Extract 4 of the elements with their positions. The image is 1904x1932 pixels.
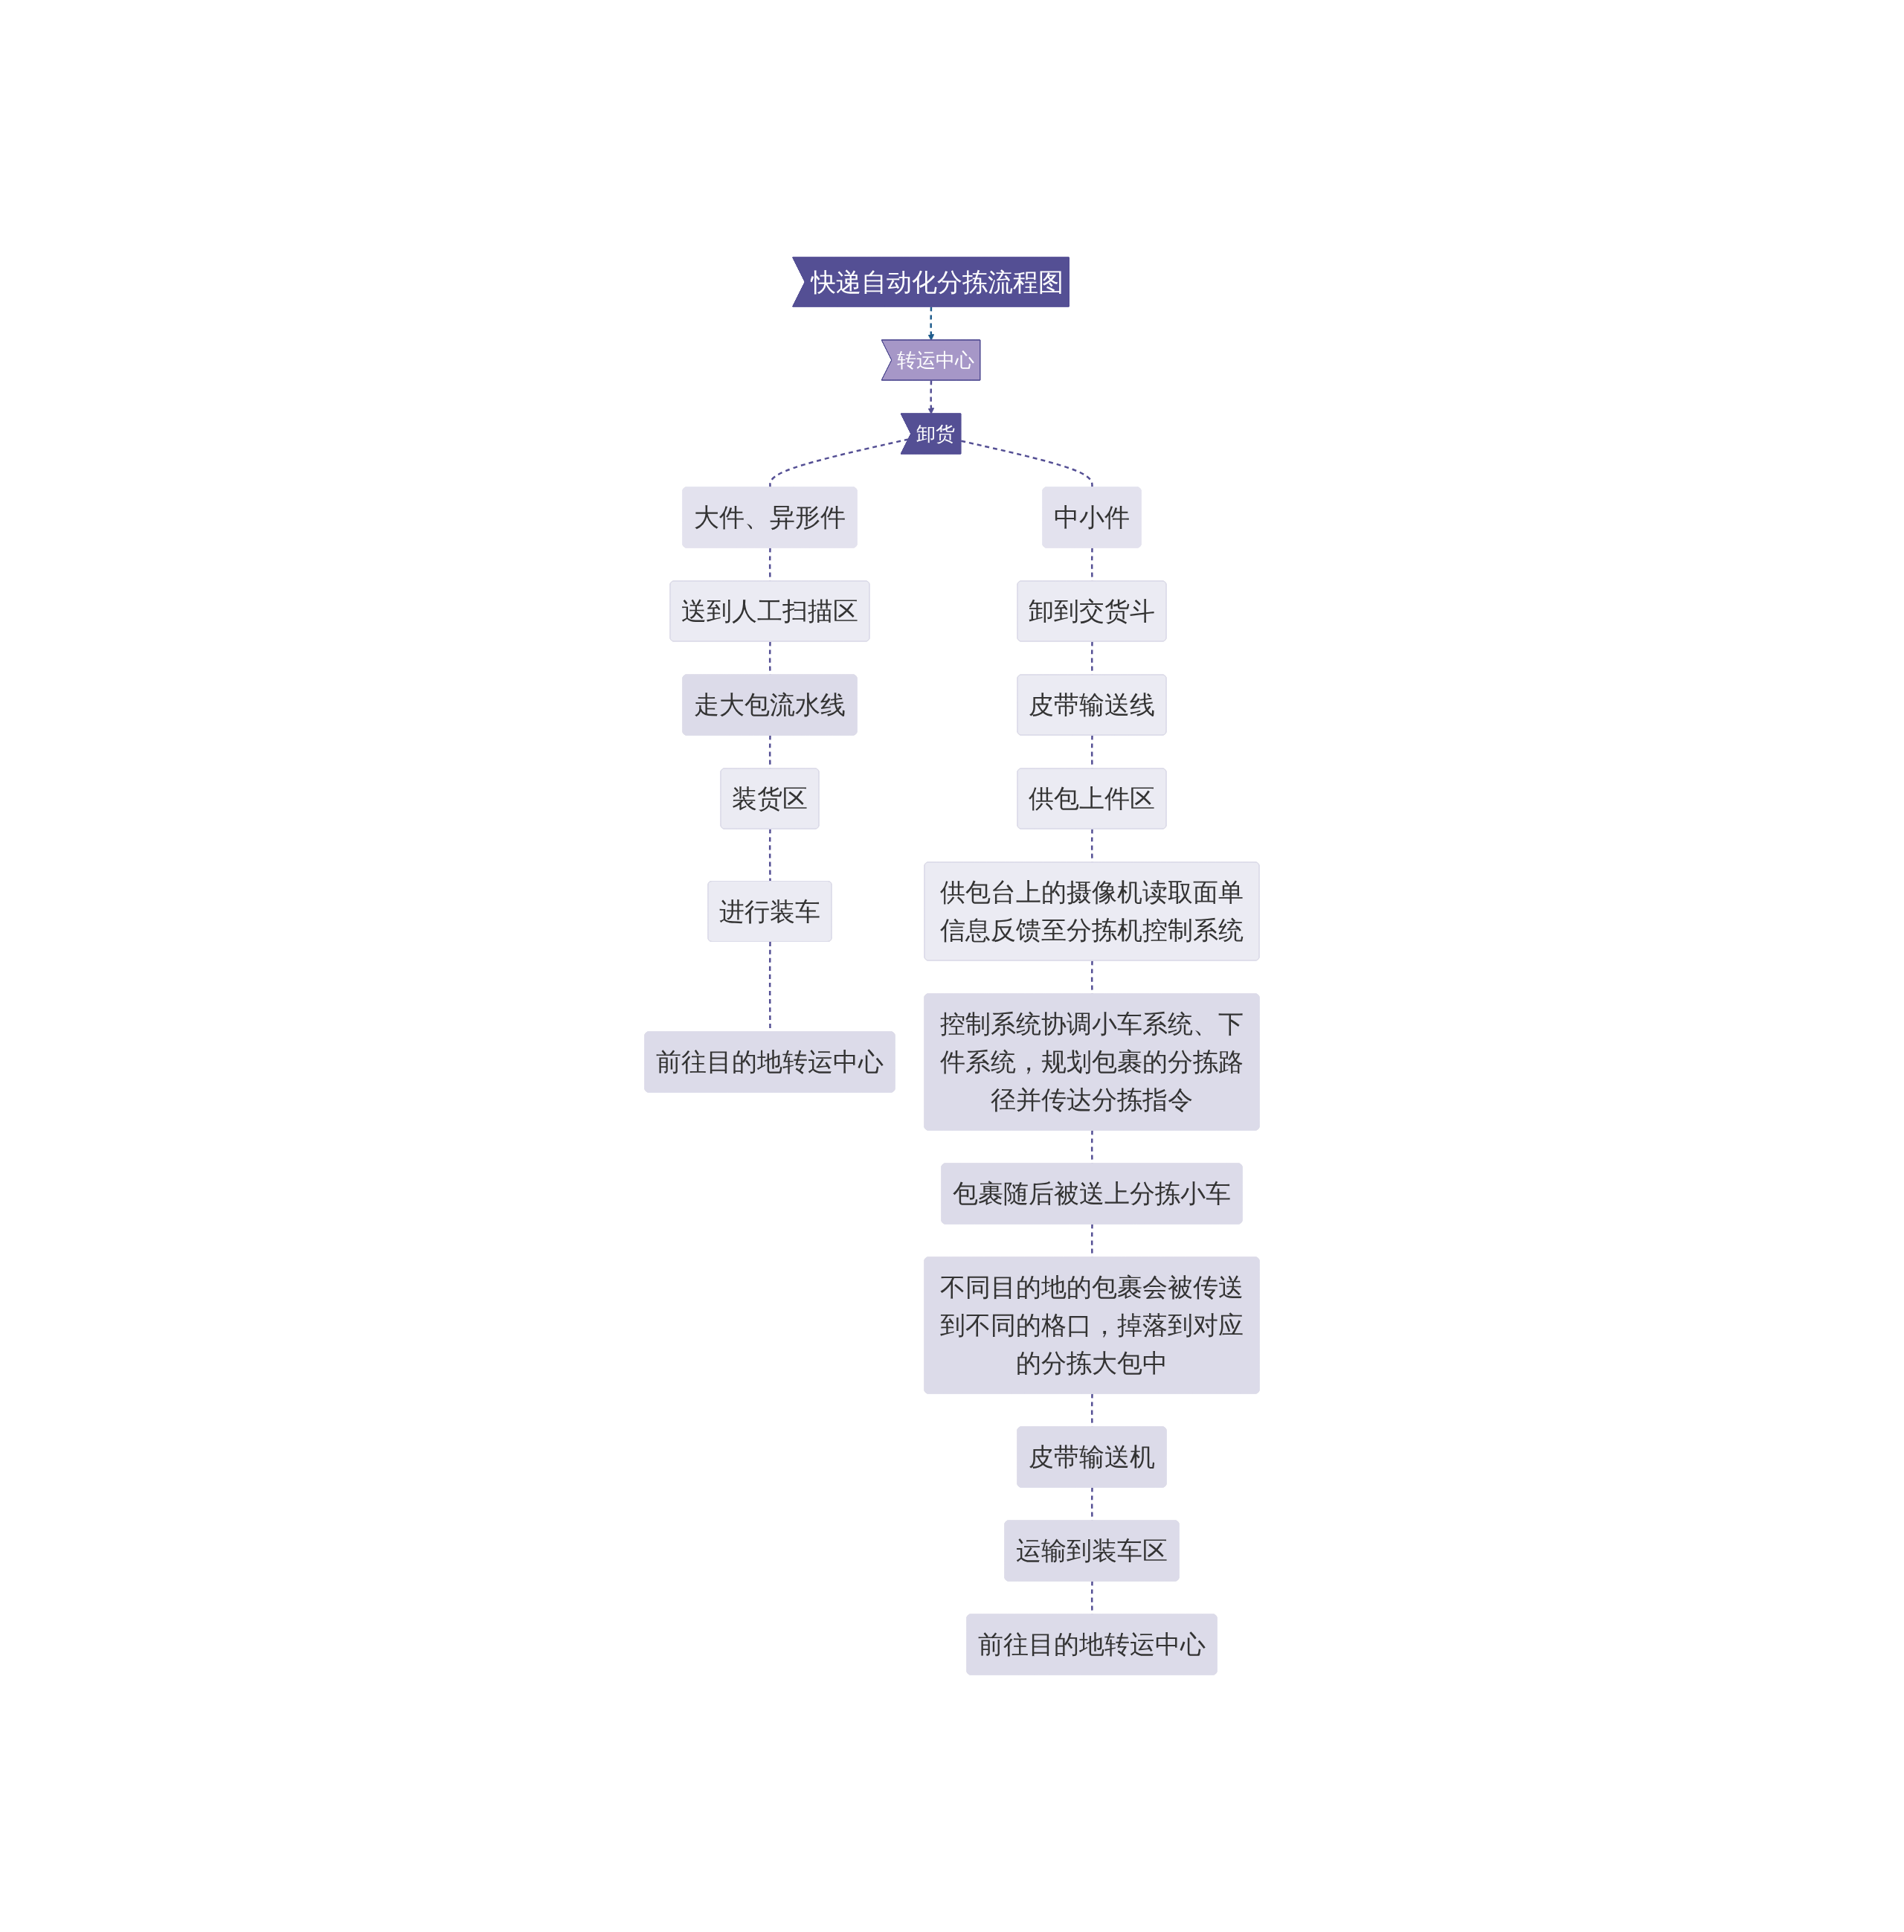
connector	[768, 829, 771, 882]
arrow	[927, 380, 935, 414]
arrow	[927, 307, 935, 341]
connector	[960, 440, 1093, 488]
